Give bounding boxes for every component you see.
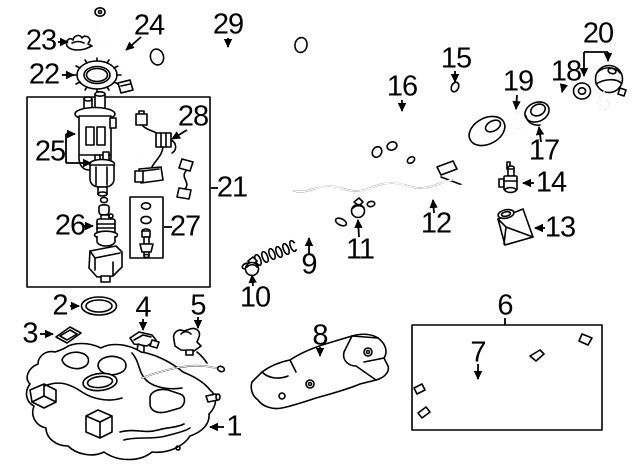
- callout-17: 17: [528, 134, 560, 167]
- heat-shield-8-drawing: [250, 333, 390, 410]
- seal-ring-drawing: [99, 196, 109, 204]
- hose-clamp-11-drawing: [350, 197, 366, 219]
- callout-18: 18: [550, 55, 582, 88]
- callout-13: 13: [544, 211, 576, 244]
- tank-strap-drawing: [417, 333, 593, 419]
- callout-10: 10: [239, 281, 271, 314]
- callout-19: 19: [502, 65, 534, 98]
- callout-7: 7: [470, 336, 486, 369]
- callout-4: 4: [135, 291, 151, 324]
- spacer-drawing: [98, 204, 110, 216]
- callout-16: 16: [386, 70, 418, 103]
- fuel-cap-20-drawing: [594, 64, 627, 110]
- vent-hose-16-drawing: [369, 110, 410, 159]
- pump-bracket-drawing: [88, 245, 123, 283]
- connector-strap-drawing: [176, 158, 194, 200]
- callout-26: 26: [54, 209, 86, 242]
- clip-5-drawing: [172, 327, 208, 364]
- callout-6: 6: [497, 289, 513, 322]
- callout-29: 29: [212, 8, 244, 41]
- filler-hose-9-drawing: [241, 217, 348, 270]
- callout-24: 24: [133, 9, 165, 42]
- callout-3: 3: [22, 317, 38, 350]
- fuel-tank-1-drawing: [25, 342, 226, 461]
- lock-ring-22-drawing: [72, 57, 122, 93]
- repair-kit-box-27: [129, 196, 164, 259]
- fuel-pipe-12-drawing: [293, 177, 494, 208]
- tank-strap-7-drawing: [413, 349, 545, 395]
- pad-3-drawing: [55, 326, 82, 344]
- filler-gasket-17-drawing: [524, 101, 550, 126]
- valve-drawing: [139, 228, 154, 259]
- callout-8: 8: [312, 319, 328, 352]
- check-valve-14-drawing: [498, 161, 518, 194]
- fuel-hose-29-drawing: [149, 36, 308, 67]
- snap-ring-19-drawing: [509, 112, 524, 131]
- hose-clamp-10-drawing: [244, 256, 260, 277]
- callout-25: 25: [34, 135, 66, 168]
- callout-14: 14: [535, 166, 567, 199]
- cap-grommet-20-drawing: [572, 82, 592, 100]
- callout-21: 21: [216, 171, 248, 204]
- callout-1: 1: [226, 410, 242, 443]
- callout-27: 27: [169, 210, 201, 243]
- callout-11: 11: [345, 233, 375, 266]
- strap-box-6: [411, 324, 603, 431]
- callout-23: 23: [25, 24, 57, 57]
- callout-22: 22: [28, 58, 60, 91]
- wiring-harness-28-drawing: [134, 110, 177, 184]
- callout-2: 2: [52, 289, 68, 322]
- retainer-clip-23-drawing: [65, 34, 93, 51]
- callout-5: 5: [190, 289, 206, 322]
- callout-28: 28: [177, 100, 209, 133]
- fuel-pump-26-drawing: [93, 213, 119, 247]
- shield-13-drawing: [497, 208, 534, 246]
- callout-15: 15: [440, 42, 472, 75]
- hose-clip-drawing: [118, 148, 140, 162]
- pump-module-box-21: [26, 91, 211, 288]
- snap-ring-18-drawing: [550, 90, 569, 113]
- clip-4-drawing: [129, 331, 160, 354]
- breather-tube-24-drawing: [94, 7, 134, 94]
- callout-20: 20: [582, 17, 614, 50]
- gasket-ring-2-drawing: [80, 296, 118, 316]
- callout-9: 9: [301, 248, 317, 281]
- leader-lines: [40, 36, 613, 432]
- callout-12: 12: [420, 207, 452, 240]
